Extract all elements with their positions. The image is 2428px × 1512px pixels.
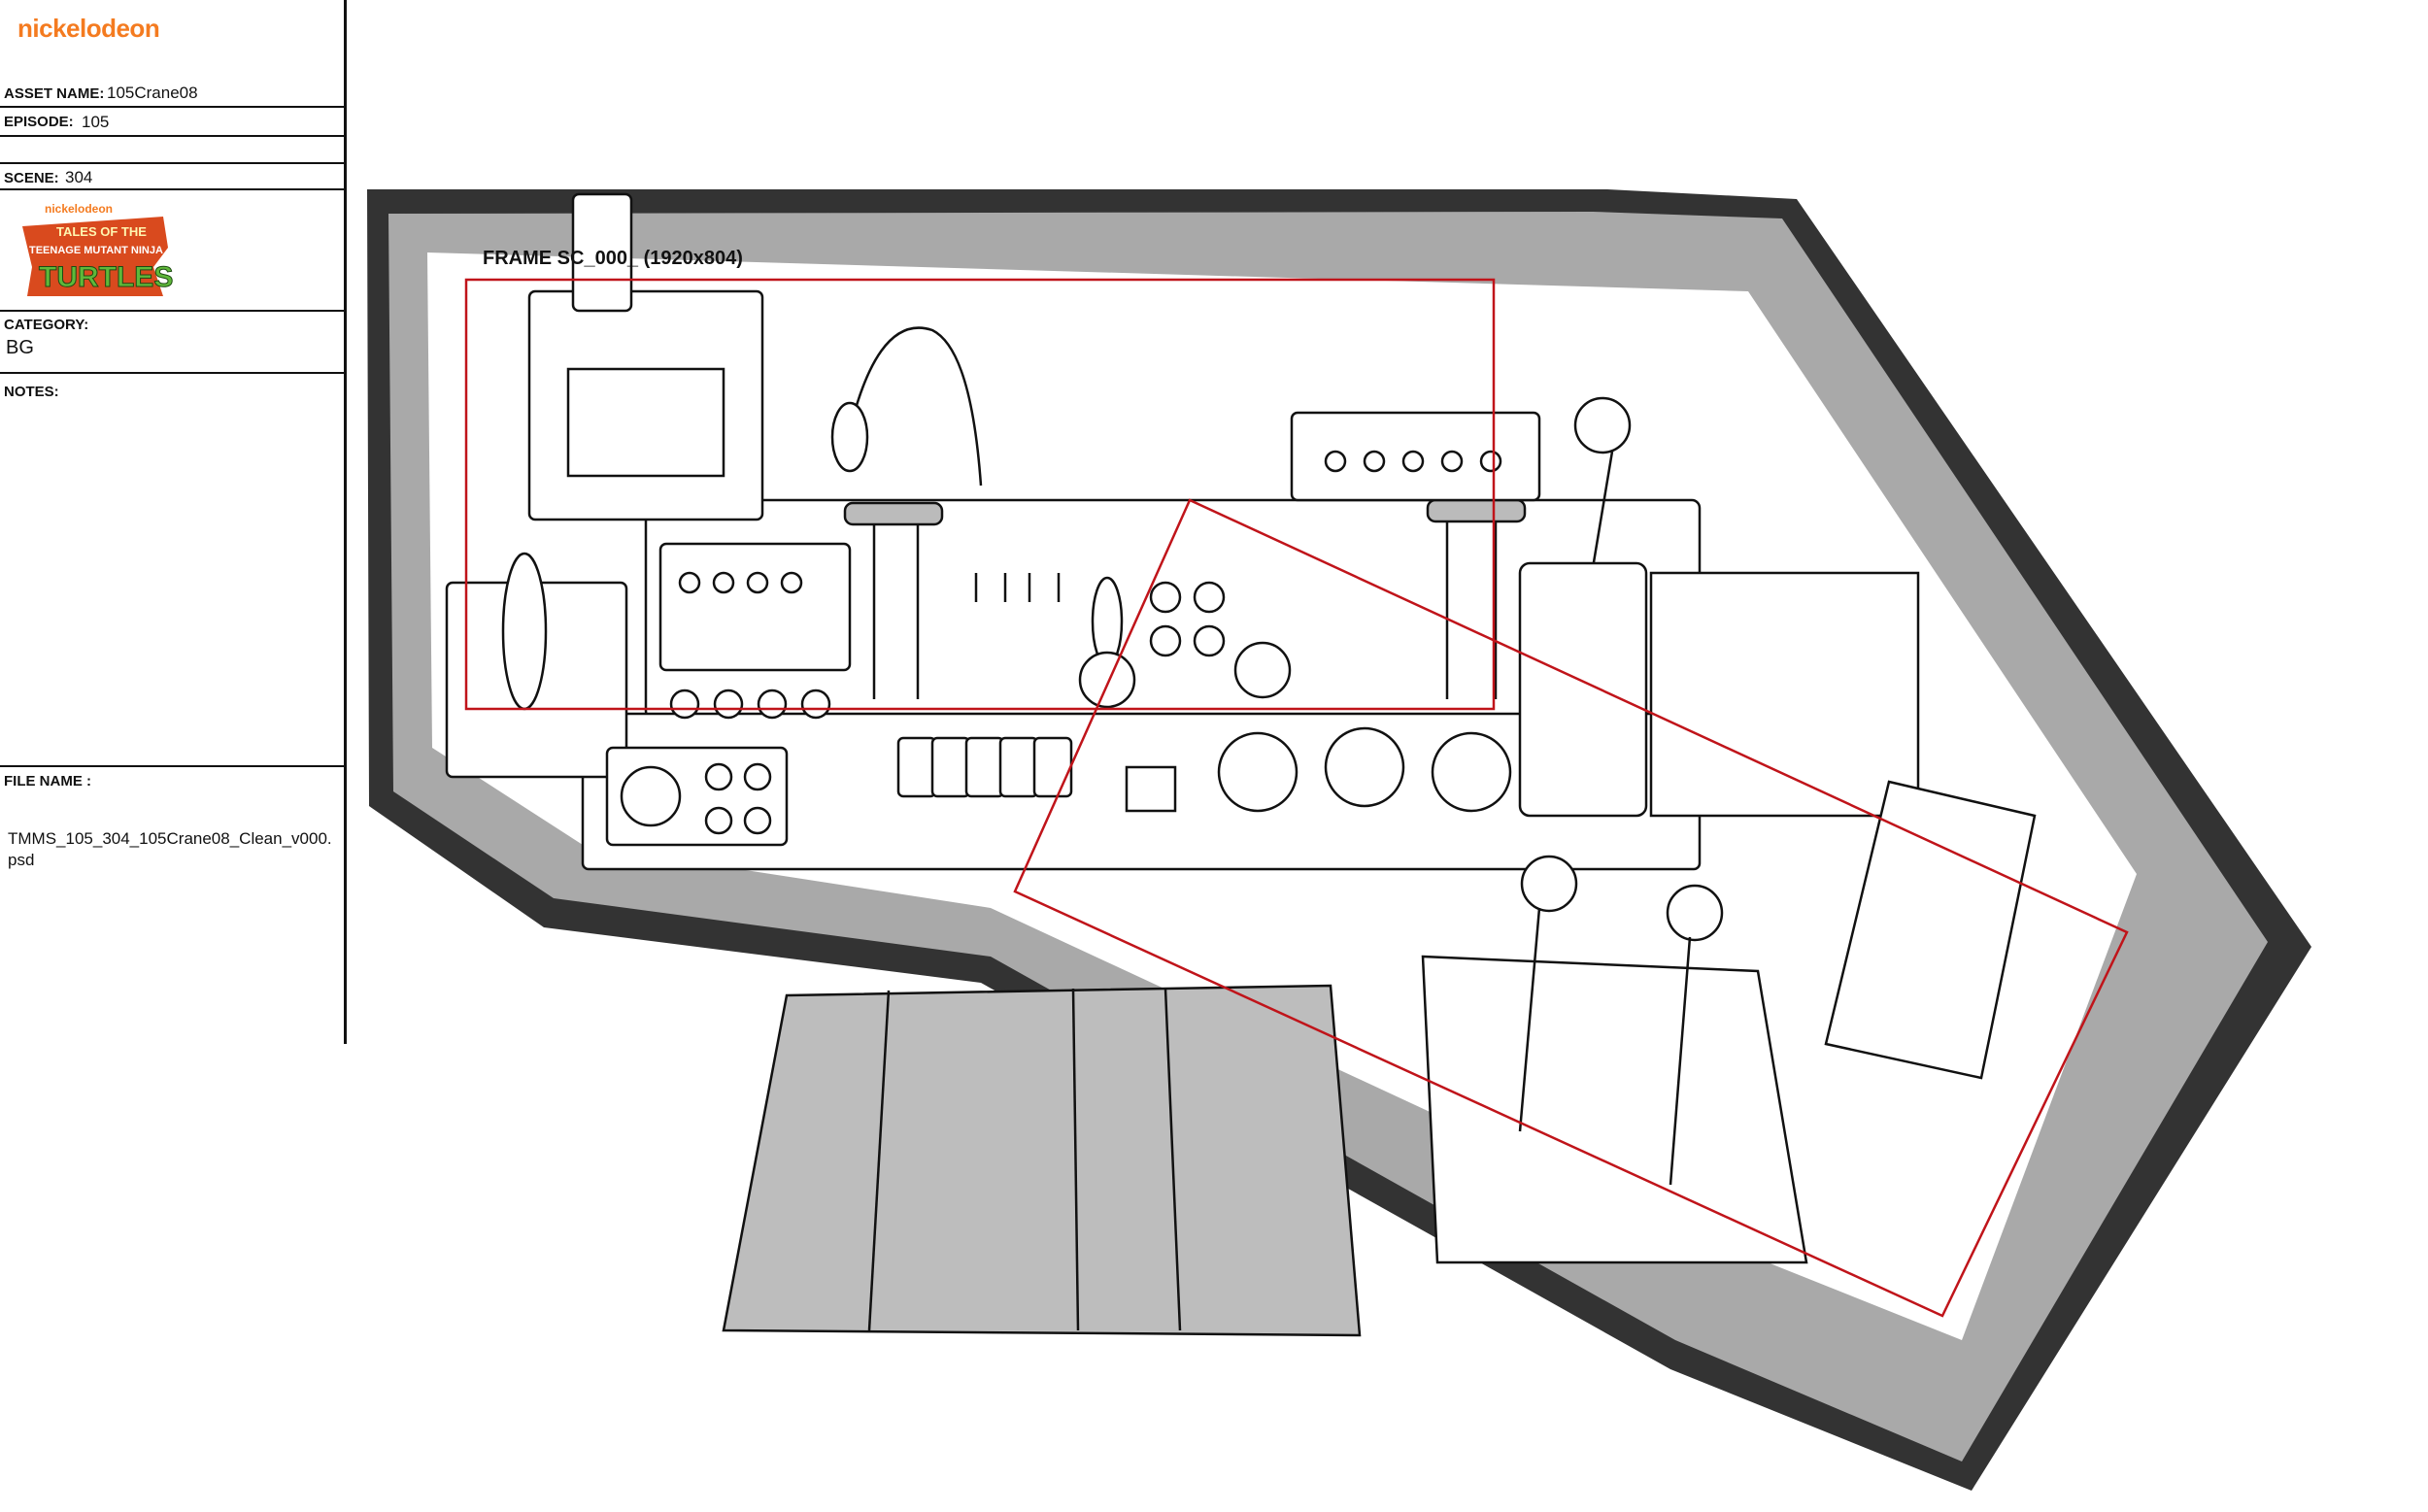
category-value: BG (6, 337, 34, 358)
show-logo-line3: TURTLES (39, 261, 173, 293)
episode-value: 105 (82, 113, 110, 131)
right-tall-lever-knob (1573, 396, 1632, 454)
scene-value: 304 (65, 168, 93, 186)
scene-label: SCENE: (4, 170, 59, 186)
file-label: FILE NAME : (4, 773, 91, 790)
category-label: CATEGORY: (4, 317, 89, 333)
asset-label: ASSET NAME: (4, 85, 105, 102)
frame-guide-rotated (1013, 498, 2129, 1318)
lower-lever-box (1421, 955, 1808, 1264)
control-console (445, 192, 2037, 1337)
file-value: TMMS_105_304_105Crane08_Clean_v000. psd (8, 829, 332, 869)
waste-bin (1824, 780, 2037, 1080)
episode-row: EPISODE: 105 (0, 108, 347, 137)
scene-row: SCENE: 304 (0, 164, 347, 190)
asset-row: ASSET NAME: 105Crane08 (0, 80, 347, 108)
left-joystick-handle (501, 552, 548, 711)
logo-row (0, 190, 347, 312)
frame-guides (464, 278, 2129, 1318)
show-logo-line1: TALES OF THE (56, 224, 147, 239)
show-logo-line2: TEENAGE MUTANT NINJA (29, 245, 163, 256)
episode-label: EPISODE: (4, 114, 74, 130)
info-panel: nickelodeon ASSET NAME: 105Crane08 EPISO… (0, 0, 347, 1044)
show-logo-top: nickelodeon (45, 202, 113, 216)
blank-row (0, 137, 347, 164)
asset-value: 105Crane08 (107, 84, 198, 102)
dial-gauge-2 (1324, 726, 1405, 808)
file-row: FILE NAME : TMMS_105_304_105Crane08_Clea… (0, 767, 347, 1039)
keypad (1125, 765, 1177, 813)
notes-row: NOTES: (0, 374, 347, 767)
category-row: CATEGORY: BG (0, 312, 347, 374)
tmnt-show-logo: nickelodeon TALES OF THE TEENAGE MUTANT … (22, 202, 173, 296)
notes-label: NOTES: (4, 384, 59, 400)
frame-guide-main (464, 278, 1496, 711)
frame-label: FRAME SC_000_ (1920x804) (483, 248, 743, 269)
gauge-cluster-left (658, 542, 852, 672)
nickelodeon-logo: nickelodeon (17, 14, 160, 43)
dial-gauge-3 (1431, 731, 1512, 813)
operator-seat (722, 984, 1362, 1337)
dial-gauge-1 (1217, 731, 1298, 813)
